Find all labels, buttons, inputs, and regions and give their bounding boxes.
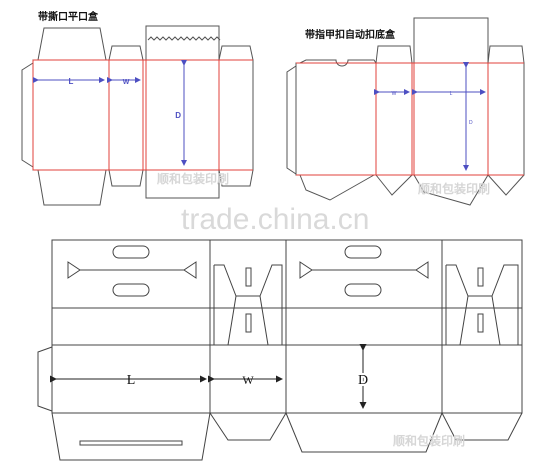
top-right-body-outline	[295, 62, 525, 176]
top-left-bottom-flap-2	[108, 169, 144, 187]
top-left-glue-flap	[21, 62, 34, 168]
top-left-last-panel	[218, 59, 254, 171]
site-watermark: trade.china.cn	[181, 203, 370, 236]
top-left-dimensions	[33, 60, 187, 166]
top-right-title: 带指甲扣自动扣底盒	[305, 30, 395, 41]
top-right-dimensions	[374, 62, 486, 171]
top-left-top-flap-2	[108, 45, 144, 61]
top-left-width-label: W	[123, 79, 130, 86]
top-right-top-flap-2	[375, 45, 413, 64]
top-right-lock-bottom-4	[487, 174, 525, 196]
bottom-depth-label: D	[358, 373, 368, 388]
top-left-tear-strip	[147, 36, 221, 41]
bottom-side-slot-4	[477, 313, 484, 333]
top-left-top-flap-1	[37, 27, 107, 61]
bottom-lower-flap-3	[285, 412, 443, 453]
top-right-lock-bottom-2	[375, 174, 413, 196]
bottom-side-slot-2	[245, 313, 252, 333]
top-right-lock-bottom-3	[413, 174, 489, 206]
dimension-labels: L W D W L D L W D	[69, 77, 473, 390]
brand-watermark-3: 顺和包装印刷	[393, 434, 466, 448]
bottom-side-panel-1	[213, 264, 283, 346]
top-left-depth-label: D	[175, 111, 181, 120]
top-left-fold-lines	[32, 59, 253, 171]
top-right-lock-bottom-1	[299, 174, 375, 201]
bottom-lock-tab-3	[299, 261, 313, 279]
bottom-side-slot-3	[477, 267, 484, 287]
bottom-upper-band	[51, 239, 523, 346]
bottom-handle-slot-4	[344, 283, 382, 297]
brand-watermark-2: 顺和包装印刷	[418, 182, 491, 196]
top-right-top-flap-thumb	[299, 59, 377, 67]
top-right-top-lid	[413, 17, 489, 64]
top-right-depth-label: D	[469, 120, 473, 126]
bottom-lock-tab-2	[183, 261, 197, 279]
bottom-dimensions	[50, 344, 367, 409]
top-left-length-label: L	[69, 77, 74, 86]
top-right-glue-flap	[286, 65, 297, 175]
bottom-lower-flap-4	[441, 412, 523, 441]
top-right-fold-lines	[296, 62, 524, 176]
top-left-bottom-flap-1	[37, 169, 107, 206]
bottom-handle-bar	[79, 440, 183, 446]
top-right-length-label: L	[450, 91, 453, 97]
top-left-body-outline	[32, 59, 220, 171]
top-right-top-flap-3	[487, 45, 525, 64]
bottom-handle-slot-3	[344, 245, 382, 259]
bottom-side-panel-2	[445, 264, 519, 346]
bottom-dieline	[37, 239, 523, 461]
bottom-lock-tab-1	[67, 261, 81, 279]
top-left-top-flap-3	[218, 45, 254, 61]
bottom-length-label: L	[127, 373, 136, 388]
top-left-bottom-flap-3	[218, 169, 254, 187]
bottom-glue-flap	[37, 346, 53, 412]
bottom-handle-slot-2	[112, 283, 150, 297]
top-left-top-lid	[145, 25, 220, 61]
bottom-lock-tab-4	[415, 261, 429, 279]
top-left-title: 带撕口平口盒	[38, 12, 98, 23]
bottom-lower-flap-1	[51, 412, 211, 461]
bottom-handle-slot-1	[112, 245, 150, 259]
top-right-width-label: W	[392, 91, 397, 97]
bottom-side-slot-1	[245, 267, 252, 287]
bottom-lower-flap-2	[209, 412, 287, 441]
bottom-width-label: W	[242, 373, 254, 387]
brand-watermark-1: 顺和包装印刷	[157, 172, 230, 186]
